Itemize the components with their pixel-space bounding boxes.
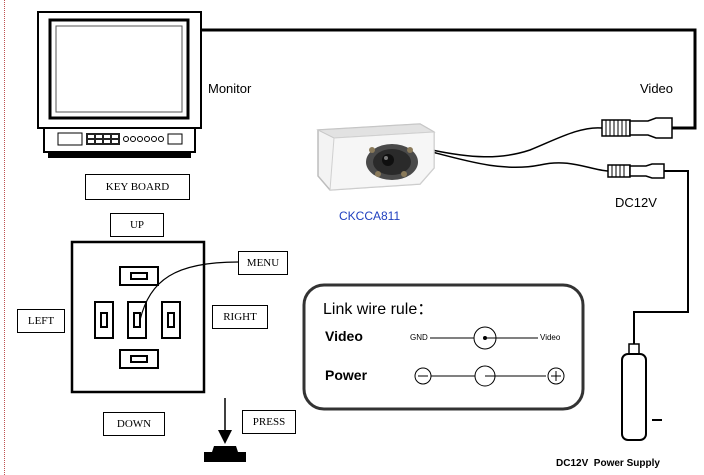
power-supply-icon: [621, 343, 662, 441]
camera-icon: [316, 123, 436, 191]
menu-pointer-line: [139, 261, 239, 321]
video-connector-icon: [601, 117, 673, 139]
press-label: PRESS: [242, 410, 296, 434]
power-supply-label: DC12V Power Supply: [556, 458, 660, 469]
monitor-label: Monitor: [208, 81, 252, 96]
gnd-pin-label: GND: [410, 333, 428, 342]
monitor-icon: [37, 11, 202, 158]
page-margin-line: [4, 0, 5, 475]
video-cable: [201, 28, 697, 130]
power-cable: [633, 170, 689, 345]
keyboard-title: KEY BOARD: [85, 174, 190, 200]
video-cable-label: Video: [640, 81, 674, 96]
link-rule-panel: [302, 283, 585, 411]
video-rule-label: Video: [325, 328, 363, 344]
link-rule-title: Link wire rule：: [323, 301, 434, 318]
dc12v-label: DC12V: [615, 195, 657, 210]
keyboard-panel: [70, 240, 206, 394]
camera-cable: [431, 127, 609, 172]
dc-connector-icon: [607, 163, 665, 179]
left-label: LEFT: [17, 309, 65, 333]
right-label: RIGHT: [212, 305, 268, 329]
video-pin-icon: [430, 326, 538, 350]
press-button-icon: [204, 398, 246, 462]
up-label: UP: [110, 213, 164, 237]
video-pin-label: Video: [540, 333, 561, 342]
power-rule-label: Power: [325, 367, 368, 383]
down-label: DOWN: [103, 412, 165, 436]
power-pin-icon: [414, 365, 565, 387]
menu-label: MENU: [238, 251, 288, 275]
camera-model-label: CKCCA811: [339, 209, 401, 223]
